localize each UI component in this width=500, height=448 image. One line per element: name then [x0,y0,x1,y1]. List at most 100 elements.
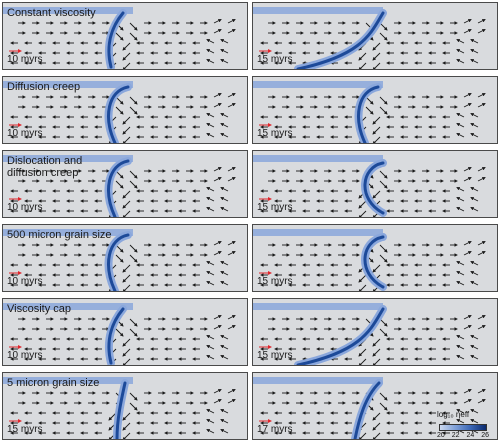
velocity-arrow [213,167,222,172]
velocity-arrow [372,412,381,421]
velocity-arrow [108,412,117,421]
velocity-arrow [206,261,215,266]
velocity-arrow [456,39,465,44]
velocity-arrow [463,103,472,108]
velocity-arrow [122,338,131,347]
velocity-arrow [129,22,138,31]
colorbar-title: log₁₀ ηeff [437,410,470,419]
velocity-arrow [456,335,465,340]
velocity-arrow [206,271,215,276]
velocity-arrow [379,22,388,31]
panel-title: Diffusion creep [7,81,81,93]
velocity-arrow [122,348,131,357]
velocity-arrow [372,52,381,61]
velocity-arrow [220,187,229,192]
velocity-arrow [206,429,215,434]
velocity-arrow [470,261,479,266]
velocity-arrow [129,180,138,189]
velocity-arrow [372,264,381,273]
velocity-arrow [470,345,479,350]
velocity-arrow [115,180,124,189]
slab-core [107,85,130,143]
velocity-arrow [358,210,367,217]
slab-core [107,159,130,217]
panel-dislocation-diffusion-10myrs: Dislocation and diffusion creep 10 myrs [2,150,248,218]
velocity-arrow [206,113,215,118]
panel-diffusion-creep-10myrs: Diffusion creep 10 myrs [2,76,248,144]
velocity-arrow [206,345,215,350]
velocity-arrow [227,177,236,182]
velocity-arrow [220,409,229,414]
velocity-arrow [463,19,472,24]
velocity-arrow [220,419,229,424]
velocity-arrow [227,251,236,256]
colorbar-tick: 24 [466,432,475,439]
velocity-arrow [206,123,215,128]
subducting-plate [253,81,383,88]
velocity-arrow [456,355,465,360]
subducting-plate [253,303,383,310]
subducting-plate [253,7,383,14]
subducting-plate [3,155,133,162]
flow-field [253,229,486,291]
velocity-arrow [463,93,472,98]
velocity-arrow [463,399,472,404]
velocity-arrow [470,133,479,138]
velocity-arrow [115,328,124,337]
velocity-arrow [470,187,479,192]
velocity-arrow [372,126,381,135]
slab-core [357,85,380,143]
slab-core [363,161,385,215]
velocity-arrow [206,197,215,202]
velocity-arrow [372,338,381,347]
velocity-arrow [456,281,465,286]
slab-core [115,381,127,439]
velocity-arrow [213,177,222,182]
velocity-arrow [220,123,229,128]
velocity-arrow [463,167,472,172]
velocity-arrow [379,402,388,411]
velocity-arrow [129,402,138,411]
velocity-arrow [206,355,215,360]
velocity-arrow [220,335,229,340]
flow-field [3,81,236,143]
velocity-arrow [456,187,465,192]
velocity-arrow [220,59,229,64]
flow-field [253,81,486,143]
panel-time: 10 myrs [7,350,43,361]
velocity-arrow [456,133,465,138]
velocity-arrow [477,251,486,256]
subducting-plate [253,377,383,384]
panel-title: Constant viscosity [7,7,96,19]
velocity-arrow [477,167,486,172]
velocity-arrow [213,29,222,34]
velocity-arrow [129,328,138,337]
subducting-plate [3,229,133,236]
velocity-arrow [456,409,465,414]
flow-field [3,377,236,439]
colorbar-tick: 20 [437,432,445,439]
velocity-arrow [122,200,131,209]
velocity-arrow [379,170,388,179]
velocity-arrow [372,62,381,69]
velocity-arrow [477,93,486,98]
panel-time: 10 myrs [7,54,43,65]
colorbar-tick: 22 [451,432,460,439]
velocity-arrow [372,136,381,143]
velocity-arrow [227,29,236,34]
velocity-arrow [365,106,374,115]
velocity-arrow [206,49,215,54]
velocity-arrow [379,318,388,327]
panel-time: 10 myrs [7,128,43,139]
velocity-arrow [220,133,229,138]
velocity-arrow [129,318,138,327]
velocity-arrow [213,251,222,256]
velocity-arrow [227,315,236,320]
velocity-arrow [358,284,367,291]
flow-field [253,377,486,439]
velocity-arrow [206,59,215,64]
panel-time: 15 myrs [257,276,293,287]
velocity-arrow [213,325,222,330]
velocity-arrow [470,197,479,202]
velocity-arrow [220,113,229,118]
